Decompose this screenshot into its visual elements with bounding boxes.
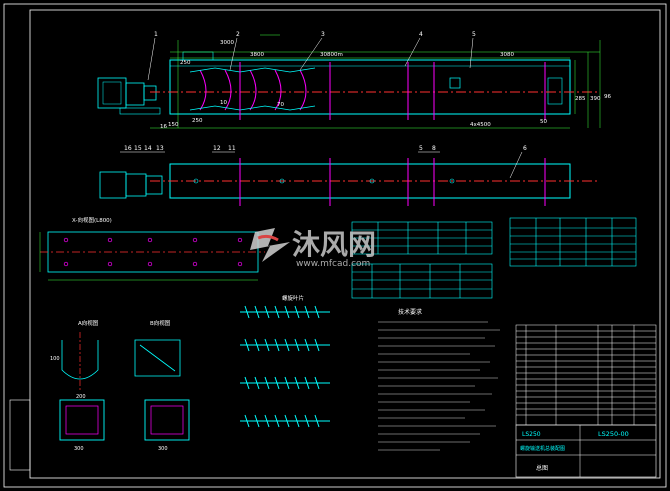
- parts-list: [515, 324, 657, 426]
- plan-label-15: 15: [134, 145, 142, 152]
- flange-views: 100 200 300 300: [50, 356, 190, 452]
- helix-detail-4: [240, 414, 330, 428]
- part-number-2: 2: [236, 31, 240, 38]
- technical-requirements: 技术要求: [378, 308, 500, 451]
- plan-label-16: 16: [124, 145, 132, 152]
- flange-left: [59, 399, 105, 441]
- helix-detail-2: [240, 338, 330, 352]
- dim-200: 200: [76, 394, 86, 400]
- lower-table: [351, 263, 493, 299]
- plan-label-13: 13: [156, 145, 164, 152]
- dim-100: 100: [50, 356, 60, 362]
- dim-300-right: 300: [158, 446, 168, 452]
- binding-strip: [9, 399, 31, 471]
- trough-body: [169, 59, 571, 115]
- elevation-dimension-lines: [150, 34, 601, 129]
- section-view-a: A向视图: [61, 319, 99, 392]
- flange-right-inner: [150, 405, 184, 435]
- plan-coupling: [145, 175, 163, 195]
- view-b-title: B向视图: [150, 319, 171, 327]
- helix-detail-1: [240, 305, 330, 319]
- dim-10: 10: [220, 100, 227, 106]
- hanger-bearings: [239, 62, 546, 120]
- flange-left-inner: [65, 405, 99, 435]
- dim-30800m: 30800m: [320, 52, 343, 58]
- helix-blade-outlines: [189, 67, 316, 111]
- plan-label-14: 14: [144, 145, 152, 152]
- plan-label-5: 5: [419, 145, 423, 152]
- outlet-port: [449, 77, 461, 89]
- plan-label-12: 12: [213, 145, 221, 152]
- foundation-view: X-向视图(L800): [39, 216, 265, 281]
- part-number-5: 5: [472, 31, 476, 38]
- dim-16: 16: [160, 124, 167, 130]
- plan-label-6: 6: [523, 145, 527, 152]
- title-block: LS250 螺旋输送机总装配图 LS250-00 总图: [515, 424, 657, 478]
- dim-70: 70: [277, 102, 284, 108]
- helix-detail-title: 螺旋叶片: [282, 294, 304, 302]
- x-view-title: X-向视图(L800): [72, 216, 112, 224]
- watermark-url: www.mfcad.com: [296, 259, 370, 269]
- motor: [97, 77, 127, 109]
- foundation-bolts: [63, 237, 243, 267]
- dim-150: 150: [168, 122, 179, 128]
- trough-u-section: [61, 340, 99, 380]
- dim-285: 285: [575, 96, 586, 102]
- plan-motor: [99, 171, 127, 199]
- right-params-table: [509, 217, 637, 267]
- watermark: 沐风网 www.mfcad.com: [250, 228, 376, 269]
- dim-3800: 3800: [250, 52, 264, 58]
- helix-detail-3: [240, 376, 330, 390]
- dim-96: 96: [604, 94, 611, 100]
- dim-4x4500: 4x4500: [470, 122, 491, 128]
- dim-300-left: 300: [74, 446, 84, 452]
- view-a-title: A向视图: [78, 319, 99, 327]
- foundation-dims: [39, 232, 258, 281]
- helix-blades: [199, 69, 307, 111]
- center-table: [351, 221, 493, 255]
- part-leaders: [147, 37, 474, 81]
- drawing-frame-outer: [3, 3, 667, 488]
- watermark-logo-text: 沐风网: [292, 228, 376, 261]
- part-number-1: 1: [154, 31, 158, 38]
- plan-bolt-holes: [193, 178, 455, 184]
- motor-fins: [102, 81, 122, 105]
- title-block-total: 总图: [536, 464, 548, 472]
- title-block-drawing-no: LS250-00: [598, 430, 629, 438]
- elevation-view: 3800 30800m 3080 250 250 70 10 285 150 3…: [97, 31, 611, 130]
- plan-leaders: [120, 151, 523, 179]
- drawing-frame-inner: [29, 9, 661, 479]
- end-flange-right: [547, 77, 563, 105]
- dim-3080: 3080: [500, 52, 514, 58]
- plan-label-11: 11: [228, 145, 236, 152]
- flange-right: [144, 399, 190, 441]
- section-view-b: B向视图: [134, 319, 181, 377]
- dim-250a: 250: [180, 60, 191, 66]
- dim-50: 50: [540, 119, 547, 125]
- watermark-logo-icon: [250, 228, 290, 262]
- reducer: [125, 82, 145, 106]
- dim-3000: 3000: [220, 40, 234, 46]
- coupling: [143, 85, 157, 101]
- drive-base: [119, 107, 161, 115]
- inlet-flange: [182, 51, 214, 61]
- title-block-code: LS250: [522, 431, 541, 438]
- tech-req-title: 技术要求: [398, 308, 422, 316]
- plan-reducer: [125, 173, 147, 197]
- dim-390: 390: [590, 96, 601, 102]
- support-leg: [134, 339, 181, 377]
- helix-details: 螺旋叶片: [240, 294, 330, 428]
- plan-view: 16 15 14 13 12 11 5 8 6: [99, 145, 600, 206]
- plan-label-8: 8: [432, 145, 436, 152]
- part-number-3: 3: [321, 31, 325, 38]
- title-block-title: 螺旋输送机总装配图: [520, 445, 565, 452]
- dim-250b: 250: [192, 118, 203, 124]
- part-number-4: 4: [419, 31, 423, 38]
- plan-hangers: [239, 158, 546, 206]
